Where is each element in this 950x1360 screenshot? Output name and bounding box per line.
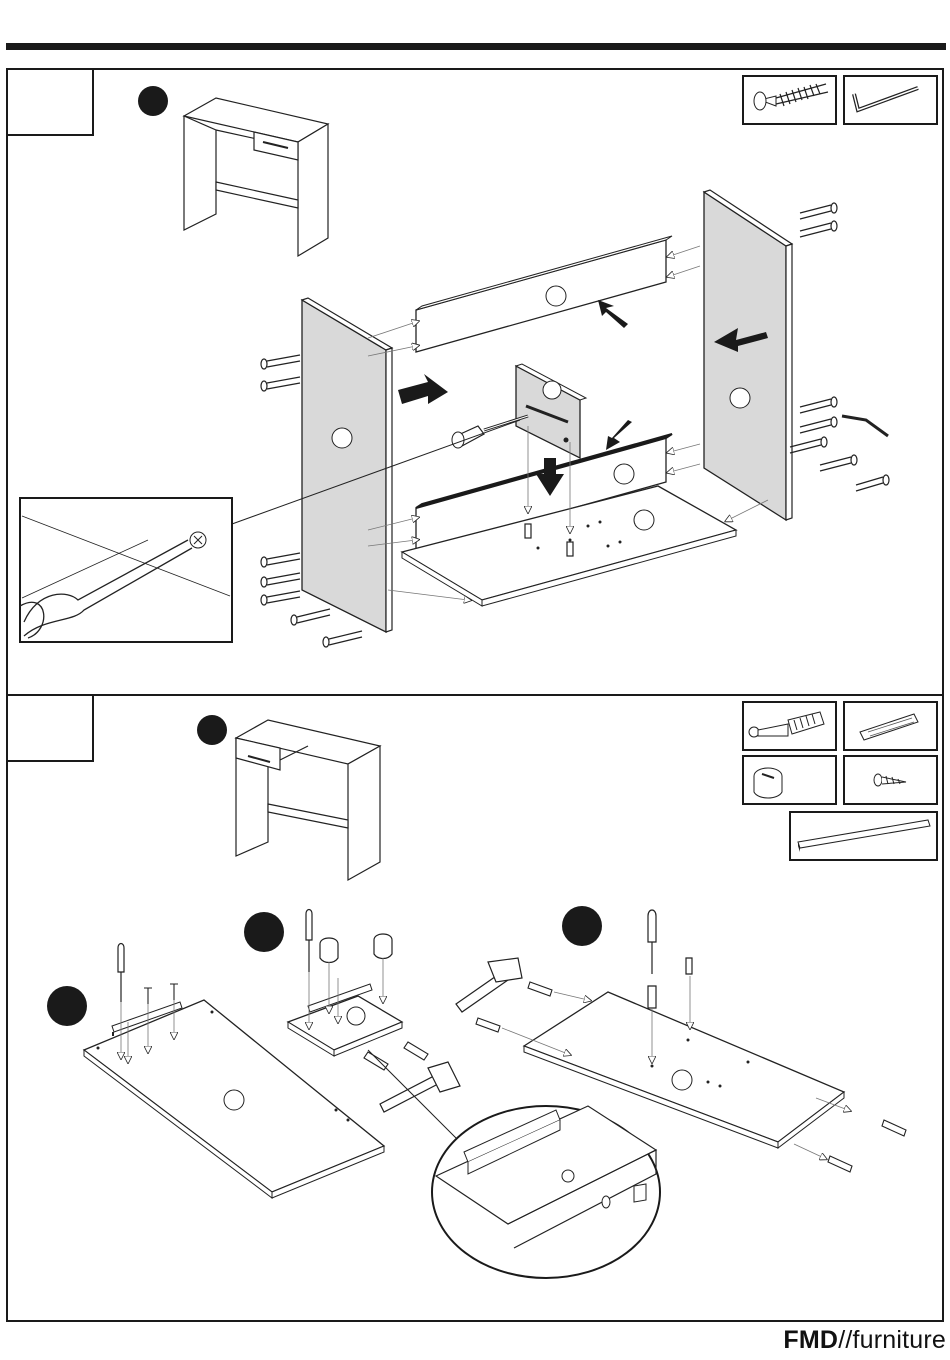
cam-lock-icon xyxy=(743,756,836,804)
top-rule xyxy=(6,43,946,50)
allen-key-icon xyxy=(844,76,937,124)
step-2-illustration xyxy=(8,696,942,1320)
drawer-side-board xyxy=(288,984,402,1056)
left-side-panel xyxy=(302,298,392,632)
assembly-step-2-panel xyxy=(6,694,944,1322)
drawer-runner-icon xyxy=(790,812,937,860)
brand-logo: FMD//furniture xyxy=(783,1326,946,1355)
screws-a xyxy=(144,984,178,1004)
cam-screws-right xyxy=(790,203,889,491)
drawer-divider-panel xyxy=(516,364,586,458)
brand-name-bold: FMD xyxy=(783,1326,838,1354)
hammer-icon-c xyxy=(456,958,522,1012)
desk-thumbnail xyxy=(184,98,328,256)
assembly-step-1-panel xyxy=(6,68,944,696)
screwdriver-icon-c xyxy=(648,910,692,1008)
cam-locks-b xyxy=(306,910,392,973)
hammer-icon xyxy=(380,1062,460,1112)
step-bullet xyxy=(197,715,227,745)
cam-bolt-icon xyxy=(743,702,836,750)
wood-screw-icon xyxy=(844,756,937,804)
substep-b-bullet xyxy=(244,912,284,952)
top-rail xyxy=(416,236,672,352)
step-bullet xyxy=(138,86,168,116)
step-1-illustration xyxy=(8,70,942,694)
cam-screw-icon xyxy=(743,76,836,124)
screwdriver-icon xyxy=(118,944,124,1003)
brand-name-suffix: //furniture xyxy=(838,1326,946,1354)
right-side-panel xyxy=(704,190,792,520)
wooden-dowel-icon xyxy=(844,702,937,750)
substep-a-bullet xyxy=(47,986,87,1026)
substep-c-bullet xyxy=(562,906,602,946)
desk-thumbnail xyxy=(236,720,380,880)
